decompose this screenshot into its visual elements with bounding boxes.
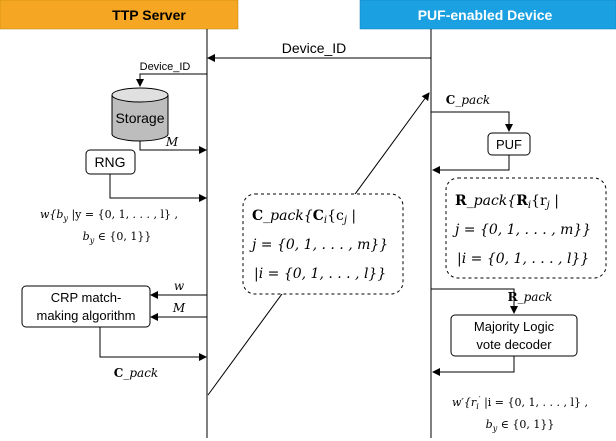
rpack-to-decoder-arrow [431, 288, 518, 314]
cpack-to-puf-arrow [431, 111, 513, 132]
device-cpack-label: C_pack [446, 93, 490, 107]
rpack-dashed-box [445, 177, 607, 279]
rpack-formula-line1: R_pack{Ri{rj | [455, 193, 559, 211]
crp-cpack-label: C_pack [114, 366, 158, 380]
crp-label-line2: making algorithm [37, 308, 136, 323]
cpack-formula-line2: j = {0, 1, . . . , m}} [249, 237, 388, 253]
puf-device-header [359, 0, 616, 30]
wprime-formula-line1: w′{ri′ |i = {0, 1, . . . , l} , [452, 395, 588, 411]
majority-label-line1: Majority Logic [474, 319, 555, 334]
ttp-server-title: TTP Server [112, 7, 186, 23]
w-formula-line2: by ∈ {0, 1}} [83, 230, 152, 245]
wprime-formula-line2: by ∈ {0, 1}} [486, 418, 555, 433]
w-to-crp-label: w [174, 279, 185, 293]
rpack-label: R_pack [508, 290, 553, 304]
storage-database: Storage [111, 87, 169, 142]
device-id-to-storage-arrow [136, 73, 207, 87]
crp-matchmaking-box [21, 285, 151, 328]
rng-w-arrow [109, 174, 207, 202]
decoder-output-arrow [432, 356, 515, 376]
rpack-formula-line2: j = {0, 1, . . . , m}} [452, 222, 591, 238]
storage-m-label: M [165, 135, 179, 149]
cpack-dashed-box [242, 193, 404, 295]
device-id-small-label: Device_ID [140, 61, 191, 73]
cpack-formula-line3: |i = {0, 1, . . . , l}} [254, 266, 386, 282]
crp-label-line1: CRP match- [51, 290, 122, 305]
rpack-formula-line3: |i = {0, 1, . . . , l}} [457, 251, 589, 267]
crp-cpack-arrow [99, 327, 207, 361]
device-id-label: Device_ID [282, 40, 347, 56]
puf-device-title: PUF-enabled Device [418, 7, 553, 23]
puf-output-arrow [432, 155, 510, 174]
majority-label-line2: vote decoder [476, 337, 552, 352]
storage-m-arrow [139, 141, 207, 154]
storage-label: Storage [115, 110, 164, 126]
w-formula-line1: w{by |y = {0, 1, . . . , l} , [40, 208, 178, 223]
rng-label: RNG [94, 154, 125, 170]
cpack-formula-line1: C_pack{Ci{cj | [252, 208, 356, 226]
m-to-crp-label: M [172, 301, 186, 315]
puf-label: PUF [496, 137, 522, 152]
ttp-server-header [0, 0, 239, 30]
